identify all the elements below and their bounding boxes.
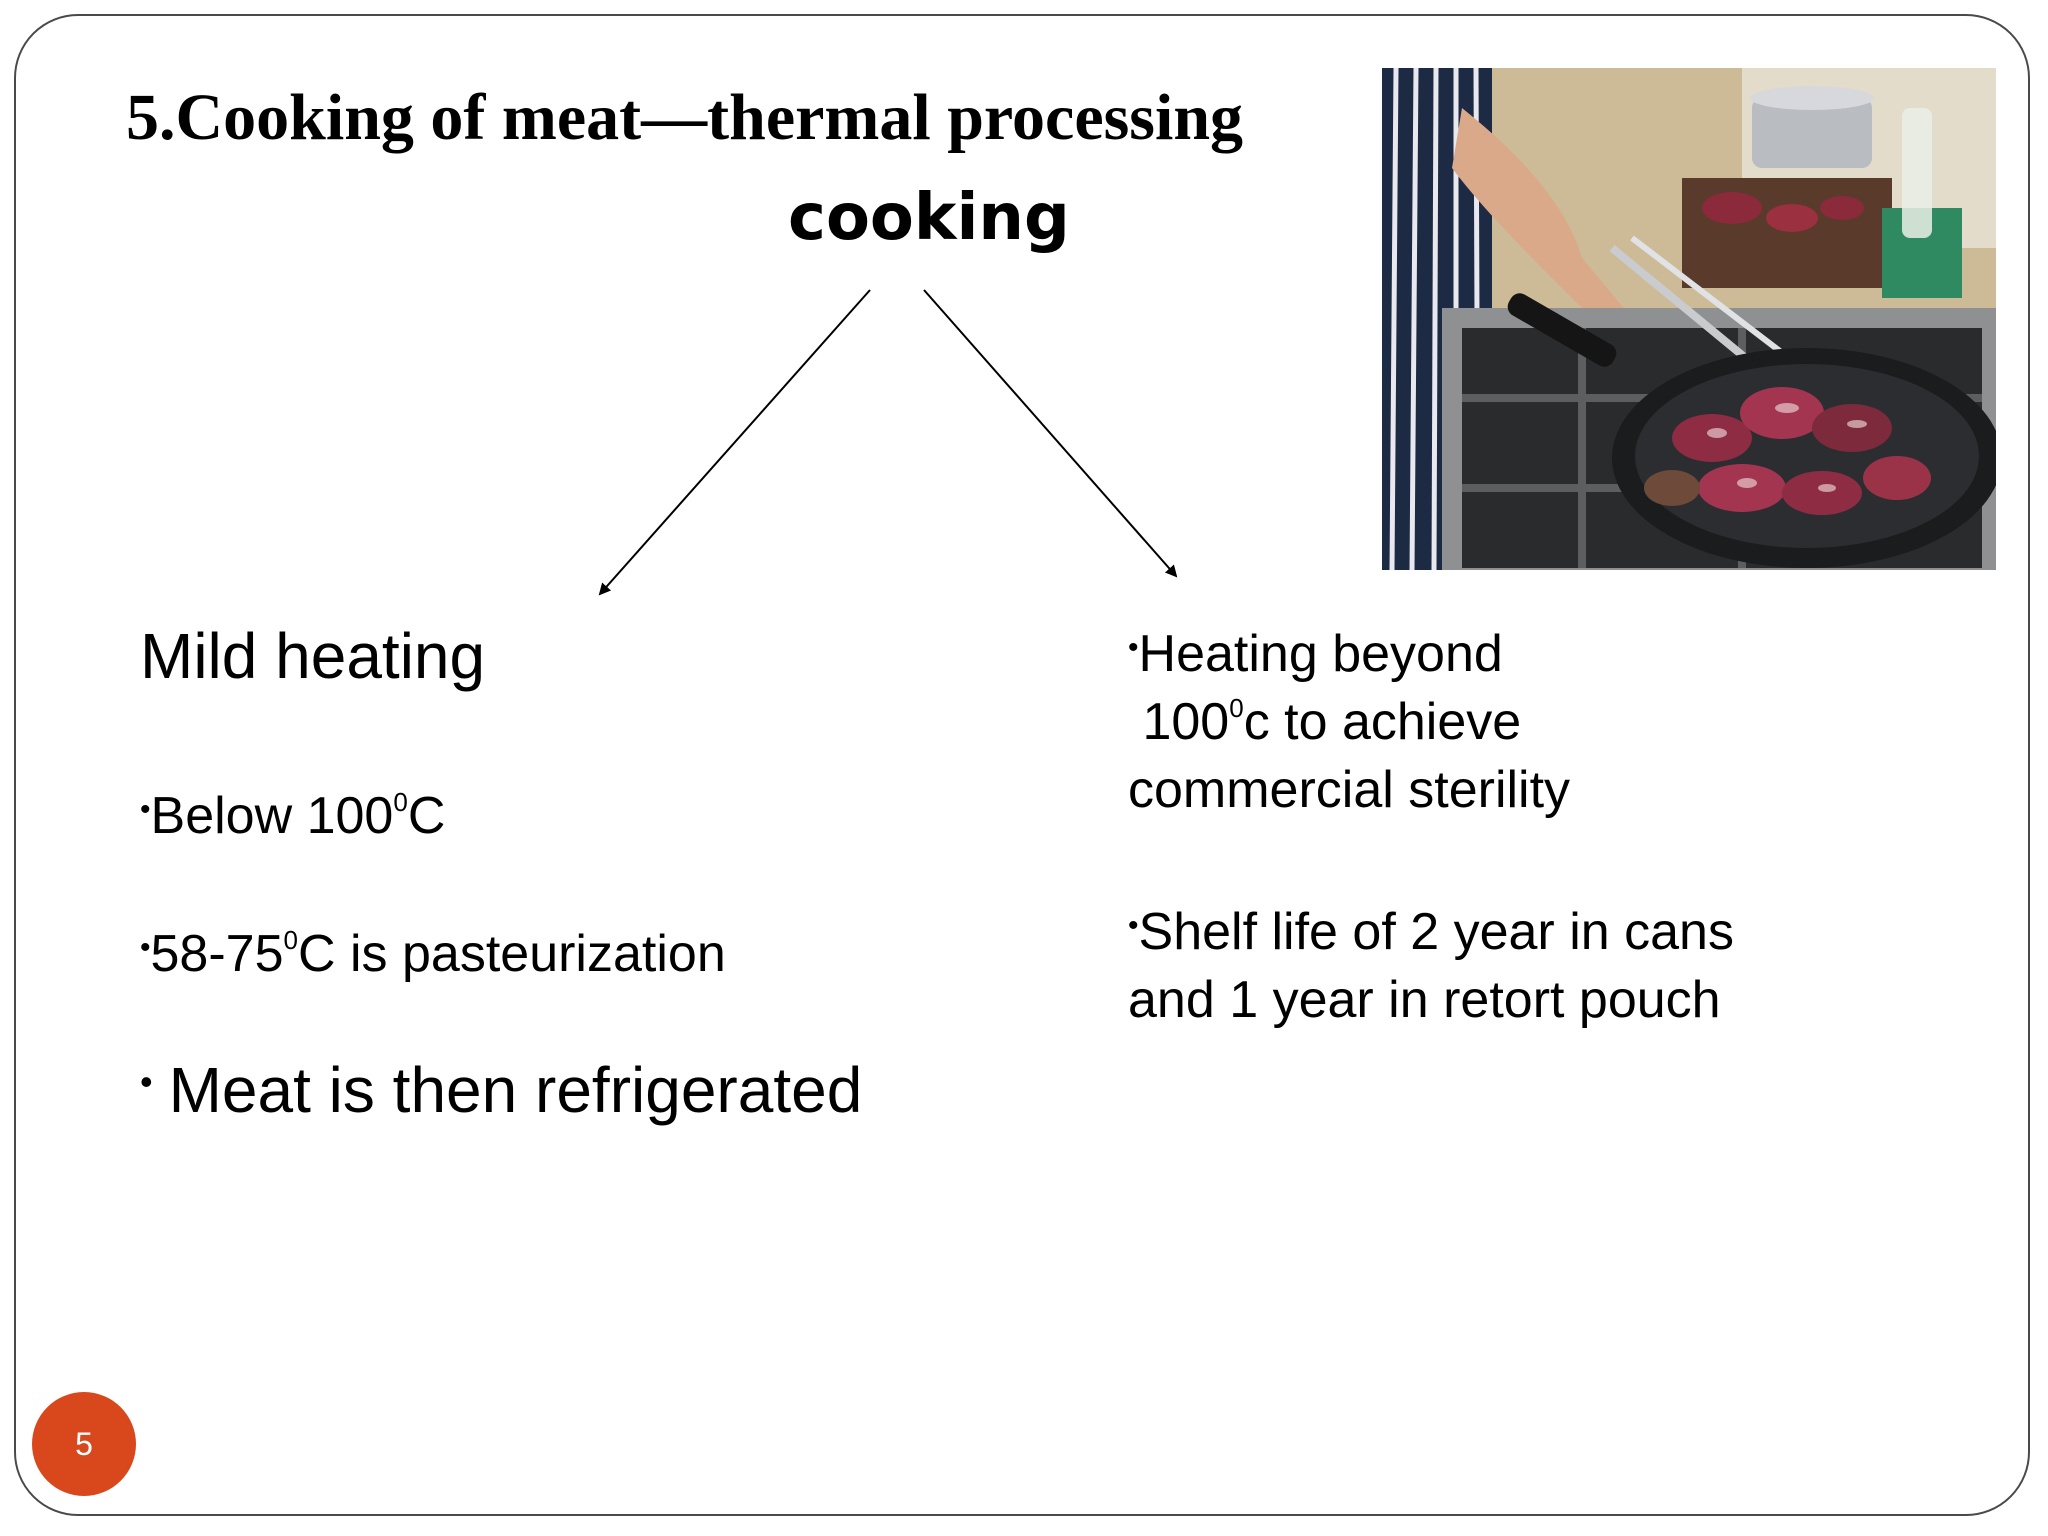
slide-title: 5.Cooking of meat—thermal processing [126,81,1244,154]
right-line-shelf-life: •Shelf life of 2 year in cans [1128,903,1734,961]
bullet-dot: • [140,793,151,826]
right-line-sterility: commercial sterility [1128,761,1571,819]
right-line-retort-pouch: and 1 year in retort pouch [1128,971,1721,1029]
cooking-photo-icon [1382,68,1996,570]
bullet-refrigerated: •Meat is then refrigerated [140,1054,863,1126]
cooking-photo [1382,68,1996,570]
mild-heating-heading: Mild heating [140,620,486,692]
slide-subtitle: cooking [788,181,1070,255]
bullet-pasteurization: •58-750C is pasteurization [140,925,726,983]
bullet-dot: • [1128,909,1139,942]
right-line-heating-beyond: •Heating beyond [1128,625,1503,683]
bullet-dot: • [1128,631,1139,664]
arrow-right [923,289,1178,578]
bullet-below-100c: •Below 1000C [140,787,446,845]
right-line-100c: 1000c to achieve [1128,693,1522,751]
arrow-left [598,289,871,596]
bullet-dot: • [140,931,151,964]
page-number-badge: 5 [32,1392,136,1496]
bullet-dot: • [140,1061,153,1102]
right-column: •Heating beyond 1000c to achieve commerc… [1128,614,1734,1034]
